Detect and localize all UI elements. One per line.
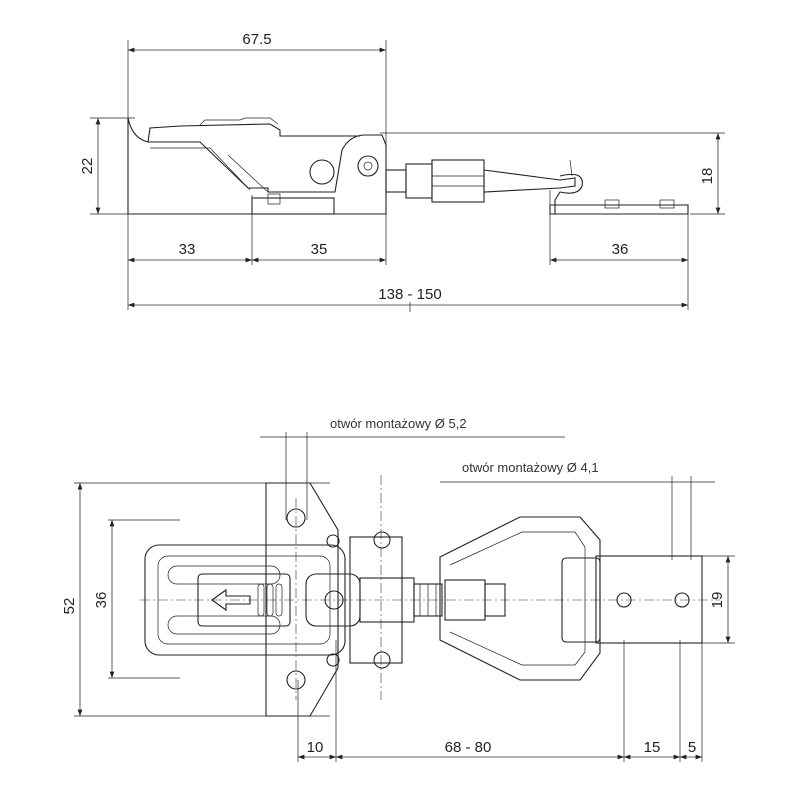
catch-plate-side — [549, 204, 689, 215]
catch-hole-1 — [616, 592, 632, 608]
pivot-circle — [309, 159, 335, 185]
lever-grip — [197, 573, 291, 627]
dim-5: 5 — [688, 739, 696, 756]
arrow-icon — [211, 588, 251, 612]
dim-67-5: 67.5 — [242, 31, 271, 48]
mount-hole-bottom — [286, 670, 306, 690]
lever-housing — [144, 544, 346, 656]
base-plate — [265, 482, 339, 717]
catch-hook-side — [554, 173, 583, 214]
dim-68-80: 68 - 80 — [445, 739, 492, 756]
dim-22: 22 — [79, 158, 96, 175]
catch-plate — [595, 555, 703, 644]
dim-52: 52 — [61, 598, 78, 615]
side-view: 67.5 22 18 33 35 36 138 - 150 — [79, 31, 725, 312]
note-hole-4-1: otwór montażowy Ø 4,1 — [462, 460, 599, 475]
dim-35: 35 — [311, 241, 328, 258]
dim-33: 33 — [179, 241, 196, 258]
note-hole-5-2: otwór montażowy Ø 5,2 — [330, 416, 467, 431]
mount-hole-top — [286, 508, 306, 528]
latch-body-side — [127, 117, 387, 215]
dim-36: 36 — [612, 241, 629, 258]
dim-18: 18 — [699, 168, 716, 185]
tension-link — [439, 516, 601, 681]
dim-15: 15 — [644, 739, 661, 756]
dim-10: 10 — [307, 739, 324, 756]
dim-36-top: 36 — [93, 592, 110, 609]
top-view: otwór montażowy Ø 5,2 otwór montażowy Ø … — [61, 416, 735, 762]
dim-138-150: 138 - 150 — [378, 286, 441, 303]
pivot-hole — [324, 590, 344, 610]
catch-hole-2 — [674, 592, 690, 608]
